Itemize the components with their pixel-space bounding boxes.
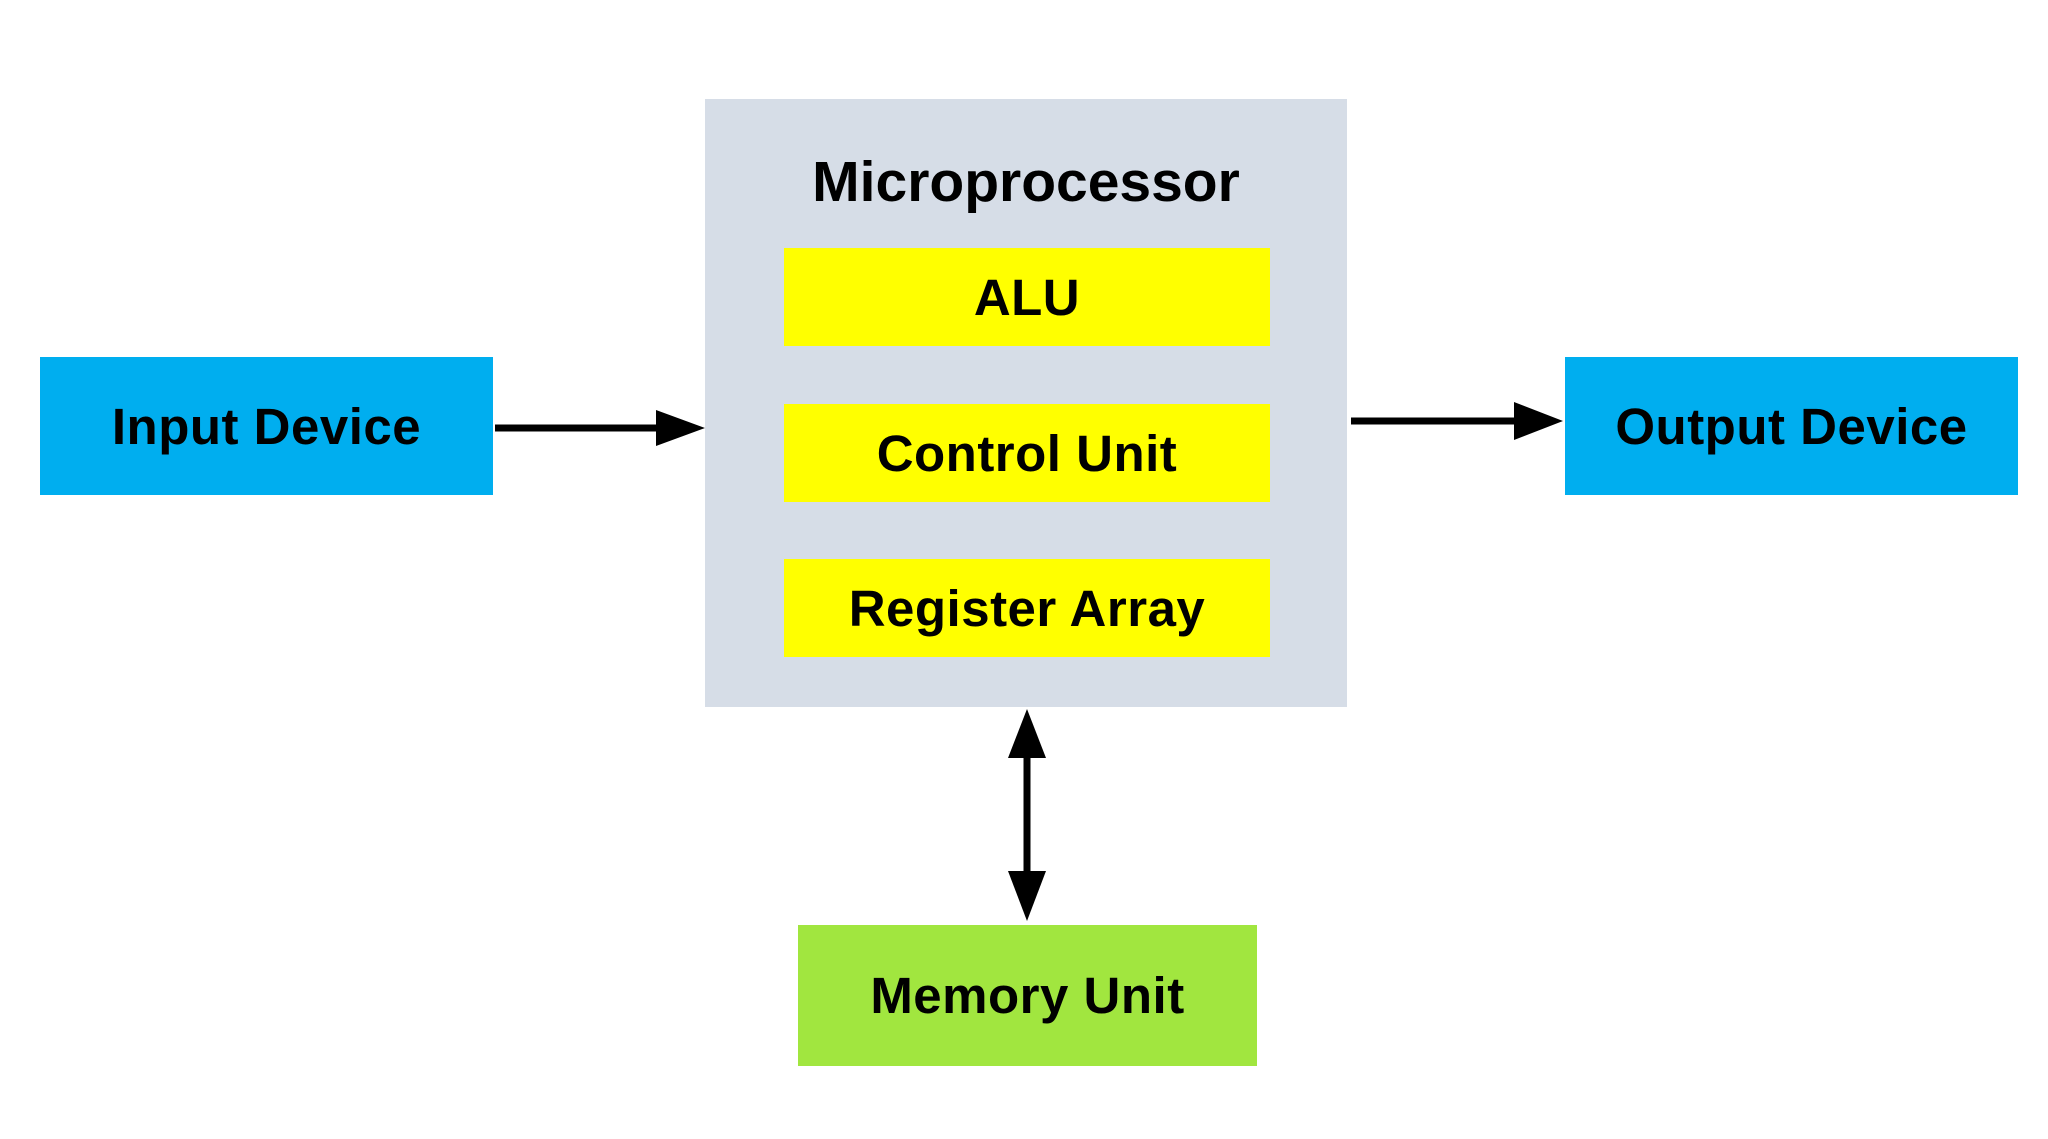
- processor-memory-bidirectional-arrow: [1008, 709, 1046, 921]
- microprocessor-title: Microprocessor: [812, 150, 1240, 214]
- memory-unit-block: Memory Unit: [798, 925, 1257, 1066]
- output-device-label: Output Device: [1615, 397, 1968, 455]
- processor-to-output-arrow: [1351, 402, 1563, 440]
- input-to-processor-arrow: [495, 410, 705, 446]
- input-device-label: Input Device: [111, 397, 422, 455]
- control-unit-block: Control Unit: [784, 404, 1270, 502]
- input-device-block: Input Device: [40, 357, 493, 495]
- control-unit-label: Control Unit: [876, 424, 1178, 482]
- alu-label: ALU: [973, 268, 1081, 326]
- register-array-block: Register Array: [784, 559, 1270, 657]
- output-device-block: Output Device: [1565, 357, 2018, 495]
- memory-unit-label: Memory Unit: [870, 967, 1185, 1024]
- alu-block: ALU: [784, 248, 1270, 346]
- register-array-label: Register Array: [848, 579, 1206, 637]
